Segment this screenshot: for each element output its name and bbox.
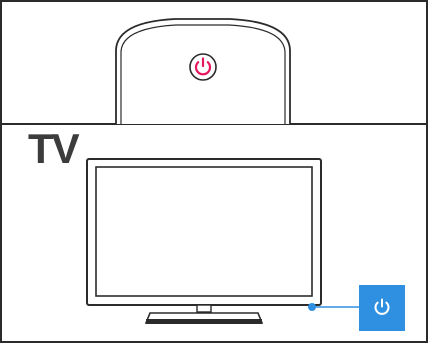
- remote-inner-outline: [120, 24, 286, 124]
- tv-section-title: TV: [28, 125, 80, 172]
- tv-power-callout: [308, 285, 405, 331]
- tv-screen: [95, 166, 313, 297]
- tv-stand: [144, 304, 264, 324]
- tv-power-button[interactable]: [359, 285, 405, 331]
- callout-dot: [308, 303, 316, 311]
- television: [86, 158, 322, 324]
- remote-power-button[interactable]: [189, 53, 217, 81]
- power-icon: [374, 298, 390, 315]
- power-icon: [194, 57, 212, 76]
- remote-control: [115, 18, 291, 124]
